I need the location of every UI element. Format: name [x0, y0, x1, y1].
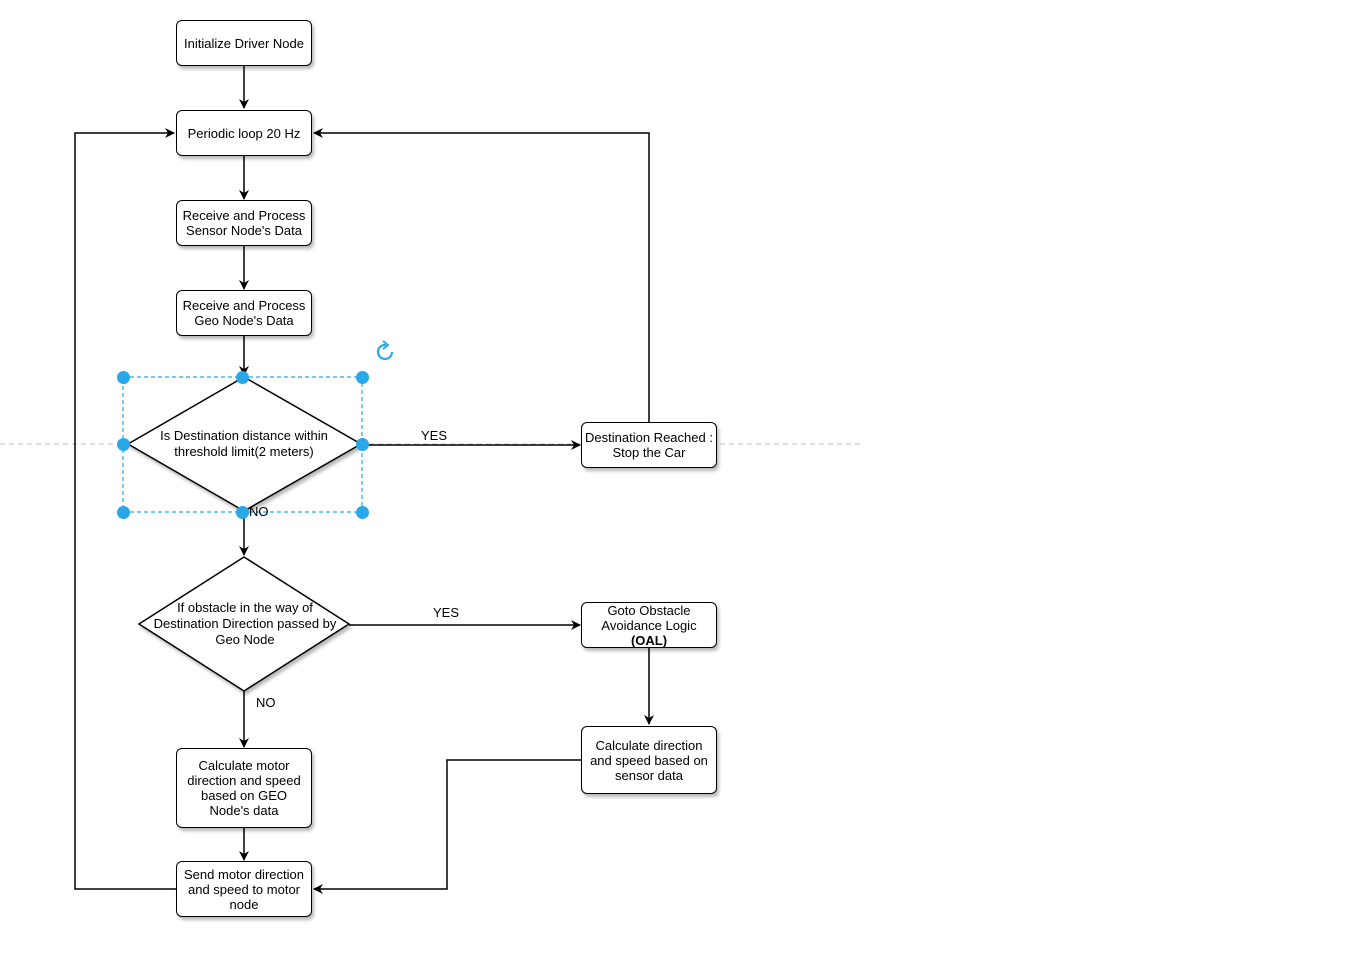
resize-handle-right[interactable]	[355, 437, 369, 451]
node-periodic-loop[interactable]: Periodic loop 20 Hz	[176, 110, 312, 156]
node-receive-sensor[interactable]: Receive and Process Sensor Node's Data	[176, 200, 312, 246]
resize-handle-left[interactable]	[116, 437, 130, 451]
resize-handle-bottom-right[interactable]	[355, 505, 369, 519]
node-send-motor[interactable]: Send motor direction and speed to motor …	[176, 861, 312, 917]
node-destination-reached[interactable]: Destination Reached : Stop the Car	[581, 422, 717, 468]
edge-send-loop[interactable]	[74, 128, 176, 890]
node-goto-oal[interactable]: Goto Obstacle Avoidance Logic (OAL)	[581, 602, 717, 648]
resize-handle-top[interactable]	[235, 370, 249, 384]
decision-obstacle-label: If obstacle in the way of Destination Di…	[153, 600, 337, 647]
edge-calcsensor-send[interactable]	[313, 759, 581, 894]
resize-handle-bottom-left[interactable]	[116, 505, 130, 519]
edge-reached-loop[interactable]	[313, 128, 650, 422]
decision-destination-label: Is Destination distance within threshold…	[160, 428, 328, 459]
label-no-obstacle: NO	[256, 695, 276, 710]
node-calc-geo[interactable]: Calculate motor direction and speed base…	[176, 748, 312, 828]
resize-handle-top-left[interactable]	[116, 370, 130, 384]
resize-handle-bottom[interactable]	[235, 505, 249, 519]
label-no-destination: NO	[249, 504, 269, 519]
node-initialize-driver[interactable]: Initialize Driver Node	[176, 20, 312, 66]
resize-handle-top-right[interactable]	[355, 370, 369, 384]
node-calc-sensor[interactable]: Calculate direction and speed based on s…	[581, 726, 717, 794]
node-receive-geo[interactable]: Receive and Process Geo Node's Data	[176, 290, 312, 336]
label-yes-obstacle: YES	[433, 605, 460, 620]
rotate-handle-icon[interactable]	[376, 340, 394, 361]
label-yes-destination: YES	[421, 428, 448, 443]
